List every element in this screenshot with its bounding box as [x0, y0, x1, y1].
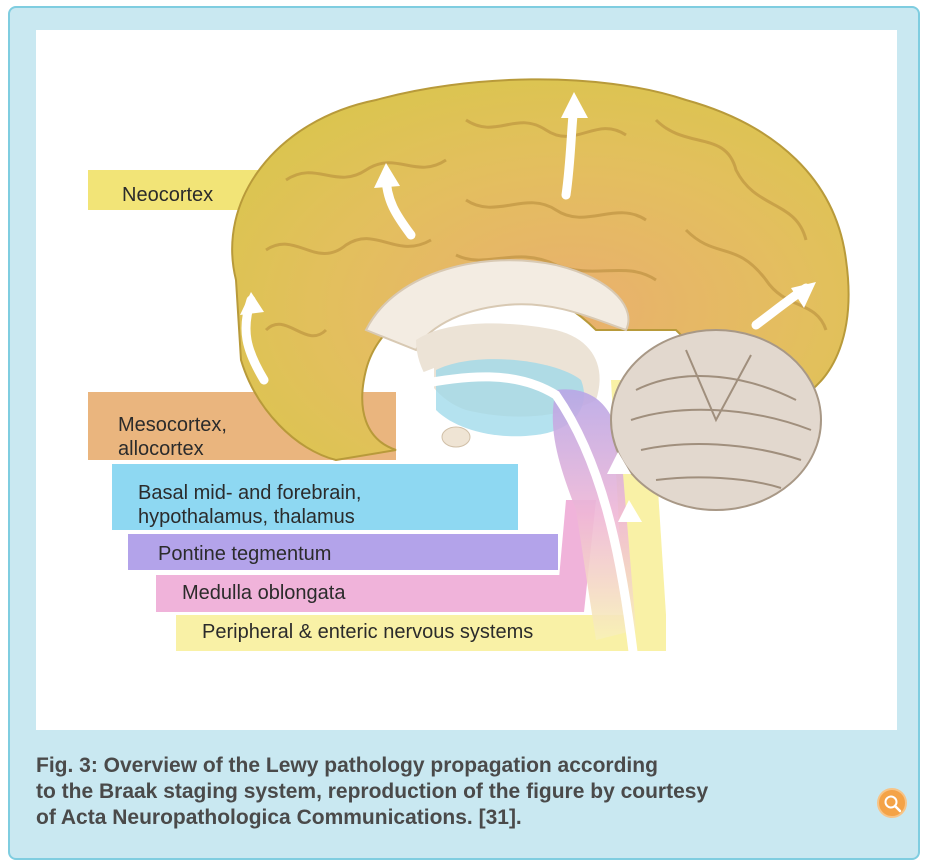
- label-neocortex: Neocortex: [112, 183, 213, 207]
- label-mesocortex: Mesocortex, allocortex: [108, 413, 227, 461]
- label-peripheral: Peripheral & enteric nervous systems: [192, 620, 533, 644]
- label-mesocortex-line2: allocortex: [118, 437, 227, 461]
- label-basal-line2: hypothalamus, thalamus: [138, 505, 361, 529]
- caption-line2: to the Braak staging system, reproductio…: [36, 779, 816, 805]
- pituitary: [442, 427, 470, 447]
- label-pontine-text: Pontine tegmentum: [158, 543, 331, 565]
- zoom-button[interactable]: [877, 788, 907, 818]
- label-pontine: Pontine tegmentum: [148, 542, 331, 566]
- magnifier-icon: [883, 794, 903, 814]
- label-medulla: Medulla oblongata: [172, 581, 345, 605]
- label-peripheral-text: Peripheral & enteric nervous systems: [202, 621, 533, 643]
- label-mesocortex-line1: Mesocortex,: [118, 413, 227, 437]
- label-basal-line1: Basal mid- and forebrain,: [138, 481, 361, 505]
- label-basal: Basal mid- and forebrain, hypothalamus, …: [128, 481, 361, 529]
- caption-line3: of Acta Neuropathologica Communications.…: [36, 805, 816, 831]
- label-neocortex-text: Neocortex: [122, 184, 213, 206]
- label-medulla-text: Medulla oblongata: [182, 582, 345, 604]
- figure-caption: Fig. 3: Overview of the Lewy pathology p…: [36, 753, 816, 831]
- caption-line1: Fig. 3: Overview of the Lewy pathology p…: [36, 753, 816, 779]
